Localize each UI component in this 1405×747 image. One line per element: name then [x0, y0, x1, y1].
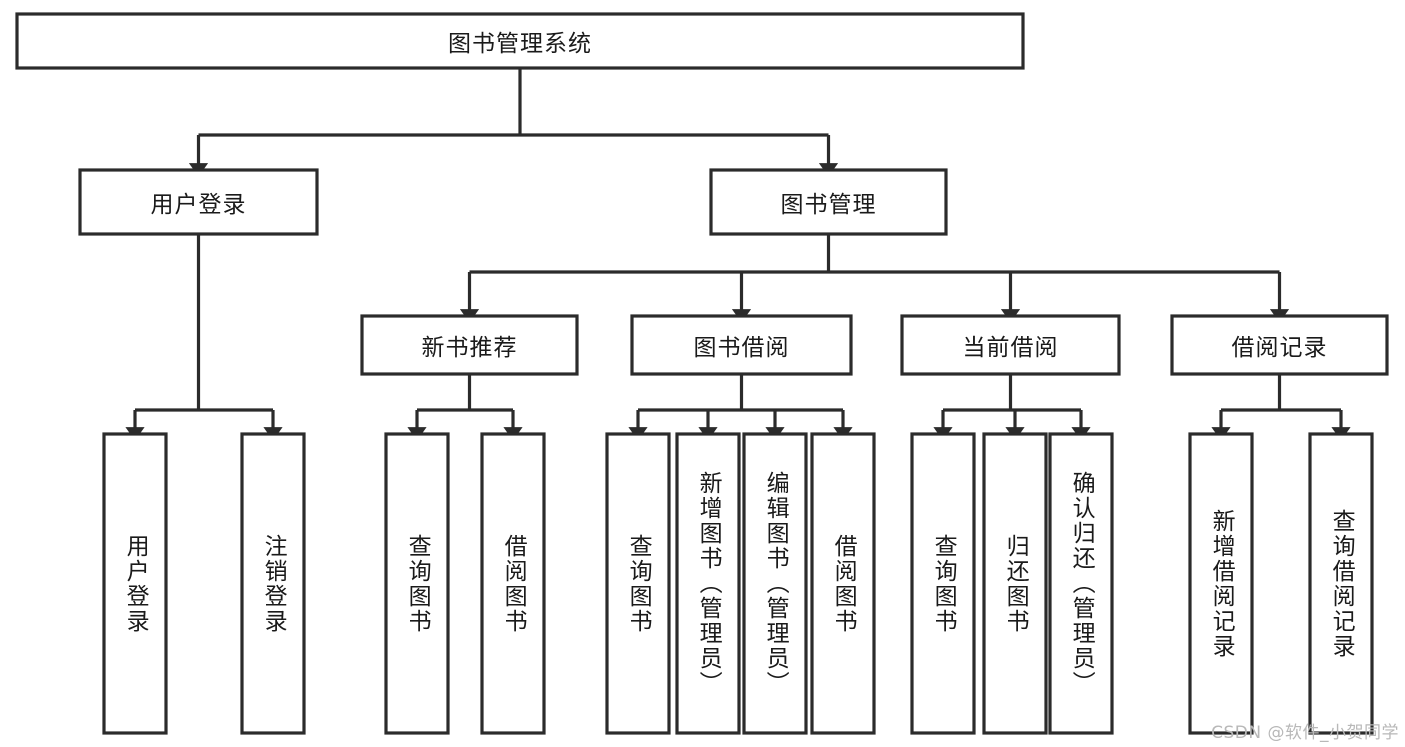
node-box-l4_3[interactable]: [480, 432, 546, 735]
node-box-l4_10[interactable]: [1048, 432, 1114, 735]
node-box-l4_8[interactable]: [910, 432, 976, 735]
node-box-l3_0[interactable]: [360, 314, 579, 376]
node-box-l2_0[interactable]: [78, 168, 319, 236]
node-box-l2_1[interactable]: [709, 168, 948, 236]
node-box-l4_1[interactable]: [240, 432, 306, 735]
node-box-l4_7[interactable]: [810, 432, 876, 735]
nodes-layer: [15, 12, 1389, 735]
node-box-l4_6[interactable]: [742, 432, 808, 735]
node-box-l4_4[interactable]: [605, 432, 671, 735]
edges-layer: [125, 68, 1351, 441]
node-box-l4_2[interactable]: [384, 432, 450, 735]
node-box-l3_1[interactable]: [630, 314, 853, 376]
node-box-l4_0[interactable]: [102, 432, 168, 735]
node-box-root[interactable]: [15, 12, 1025, 70]
node-box-l4_11[interactable]: [1188, 432, 1254, 735]
watermark-text: CSDN @软件_小贺同学: [1211, 723, 1399, 743]
node-box-l3_3[interactable]: [1170, 314, 1389, 376]
node-box-l4_9[interactable]: [982, 432, 1048, 735]
node-box-l3_2[interactable]: [900, 314, 1121, 376]
node-box-l4_12[interactable]: [1308, 432, 1374, 735]
node-box-l4_5[interactable]: [675, 432, 741, 735]
